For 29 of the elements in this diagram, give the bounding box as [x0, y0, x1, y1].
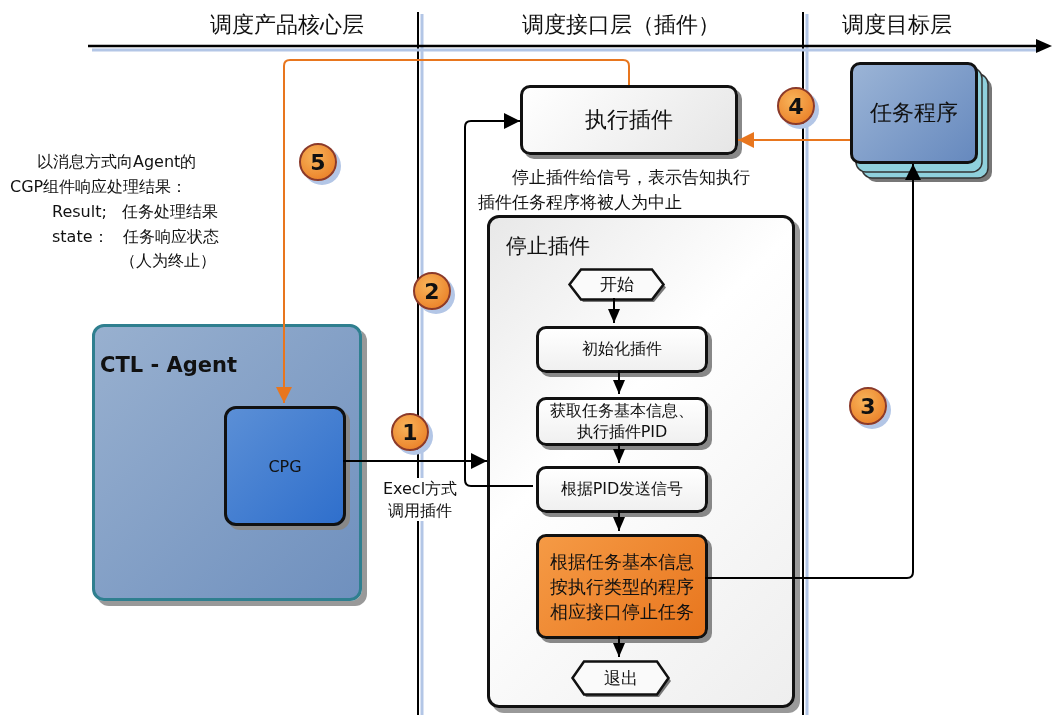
- note-text: （人为终止）: [120, 251, 216, 272]
- lane-heading: 调度接口层（插件）: [522, 11, 720, 39]
- note-text: Result;: [52, 202, 107, 221]
- arrow: [737, 132, 851, 148]
- arrow: [608, 297, 620, 324]
- step-number-circle: 1: [391, 413, 429, 451]
- arrow: [613, 369, 625, 395]
- note-text: 停止插件给信号，表示告知执行插件任务程序将被人为中止: [478, 166, 751, 214]
- program-box: 任务程序: [850, 62, 978, 164]
- arrow: [613, 442, 625, 464]
- step-number-circle: 2: [413, 272, 451, 310]
- terminal-hexagon: 退出: [571, 660, 670, 696]
- note-text: 任务处理结果: [122, 202, 218, 223]
- lane-heading: 调度目标层: [842, 11, 952, 39]
- note-text: CGP组件响应处理结果：: [10, 177, 188, 198]
- step-number-circle: 3: [849, 387, 887, 425]
- arrow: [464, 113, 534, 487]
- note-text: 以消息方式向Agent的: [37, 152, 197, 173]
- step-number-circle: 4: [777, 87, 815, 125]
- arrow: [613, 635, 625, 658]
- note-text: state：: [52, 227, 109, 248]
- note-text: 任务响应状态: [123, 227, 219, 248]
- arrow: [276, 59, 630, 404]
- lane-heading: 调度产品核心层: [210, 11, 364, 39]
- step-number-circle: 5: [299, 143, 337, 181]
- arrow: [704, 163, 921, 579]
- arrow: [613, 509, 625, 532]
- terminal-hexagon: 开始: [568, 268, 665, 301]
- arrow: [342, 453, 488, 469]
